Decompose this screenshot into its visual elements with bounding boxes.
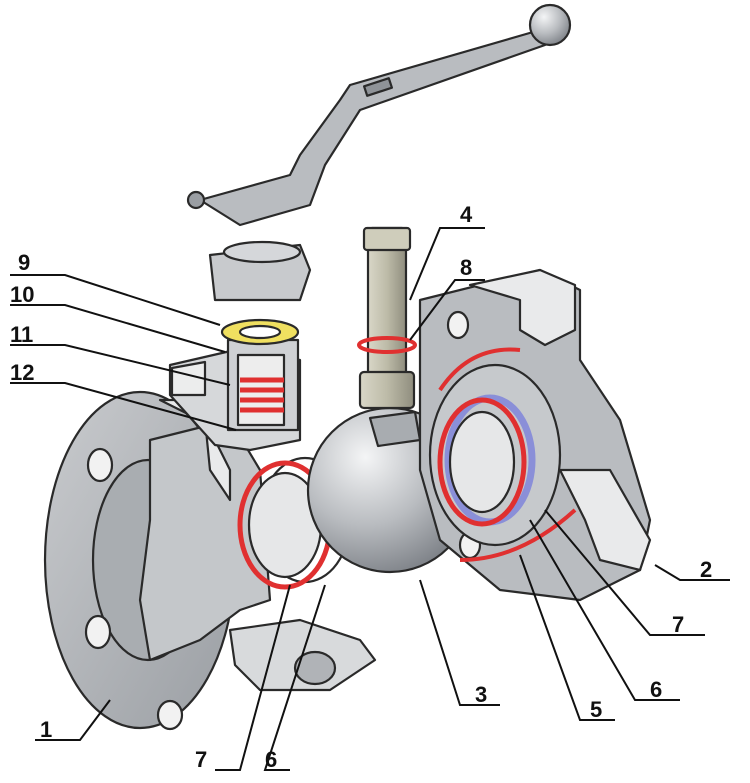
- callout-7-right: 7: [672, 612, 684, 637]
- callout-6-right: 6: [650, 677, 662, 702]
- bolt-hole: [446, 310, 470, 340]
- packing-spring: [240, 377, 284, 413]
- callout-3: 3: [475, 682, 487, 707]
- callout-labels: 1 2 3 4 5 6 6 7 7 8 9 10 11 12: [10, 202, 712, 772]
- callout-12: 12: [10, 360, 34, 385]
- seal-ring-red: [437, 397, 527, 527]
- callout-5: 5: [590, 697, 602, 722]
- right-body-flange: [418, 268, 652, 602]
- callout-2: 2: [700, 557, 712, 582]
- callout-8: 8: [460, 255, 472, 280]
- stem: [357, 226, 417, 410]
- packing-assembly: [208, 240, 312, 432]
- callout-7-left: 7: [195, 747, 207, 772]
- leader-lines: [10, 227, 730, 771]
- stem-o-ring: [357, 336, 417, 354]
- callout-1: 1: [40, 717, 52, 742]
- callout-11: 11: [10, 322, 33, 347]
- callout-10: 10: [10, 282, 34, 307]
- bolt-hole: [84, 614, 112, 650]
- body-seal-red: [459, 508, 577, 562]
- callout-6-left: 6: [265, 747, 277, 772]
- handle-lever: [186, 3, 572, 227]
- callout-4: 4: [460, 202, 473, 227]
- callout-9: 9: [18, 250, 30, 275]
- bolt-hole: [86, 447, 114, 483]
- bolt-hole: [156, 699, 184, 731]
